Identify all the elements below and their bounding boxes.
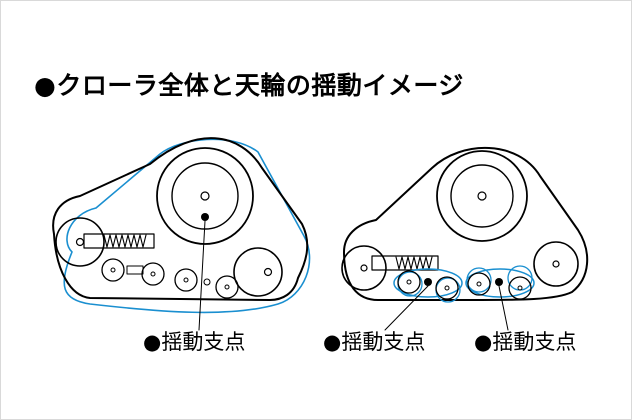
road-wheel	[435, 276, 459, 300]
front-wheel-hub	[360, 264, 368, 272]
road-wheel	[467, 272, 491, 296]
track-outline	[52, 137, 309, 301]
swing-pivot-point	[495, 278, 503, 286]
top-wheel-inner	[450, 164, 514, 228]
rear-wheel-hub	[552, 260, 560, 268]
swing-pivot-point	[424, 278, 432, 286]
spring-housing	[371, 255, 439, 271]
bogie-swing-outline	[393, 268, 463, 298]
pivot-label-right-1: ●揺動支点	[323, 330, 426, 354]
rear-wheel-hub	[263, 267, 273, 277]
crawler-left	[52, 137, 311, 331]
rear-wheel	[533, 241, 579, 287]
top-wheel-hub	[200, 191, 210, 201]
road-wheel-axle	[203, 278, 211, 286]
diagram-title: ●クローラ全体と天輪の揺動イメージ	[34, 71, 464, 100]
track-outline	[343, 147, 589, 301]
road-wheel-hub	[224, 284, 230, 290]
tension-spring	[395, 256, 433, 270]
road-wheel-hub	[444, 285, 450, 291]
top-wheel-outer	[156, 147, 254, 245]
road-wheel	[215, 275, 239, 299]
top-wheel-hub	[477, 191, 487, 201]
road-wheel	[174, 268, 198, 292]
road-wheel-hub	[183, 277, 189, 283]
road-wheel-hub	[150, 271, 156, 277]
crawler-right	[341, 147, 589, 331]
rear-wheel	[233, 247, 283, 297]
road-wheel-hub	[406, 279, 412, 285]
road-wheel	[397, 270, 421, 294]
tension-spring	[103, 234, 147, 248]
track-swing-outline	[63, 138, 311, 314]
top-wheel-outer	[436, 150, 528, 242]
bogie-wheel-swing	[466, 267, 492, 293]
pivot-label-left: ●揺動支点	[143, 330, 246, 354]
pivot-leader-line	[498, 285, 509, 331]
road-wheel-hub	[517, 285, 523, 291]
road-wheel	[101, 258, 125, 282]
swing-pivot-point	[201, 213, 209, 221]
road-wheel-hub	[110, 267, 116, 273]
road-wheel	[508, 276, 532, 300]
front-wheel	[55, 217, 105, 267]
front-wheel-hub	[75, 237, 85, 247]
road-wheel-hub	[476, 281, 482, 287]
road-wheel-link	[126, 265, 144, 275]
front-wheel	[341, 245, 387, 291]
spring-housing	[83, 233, 155, 249]
pivot-label-right-2: ●揺動支点	[474, 330, 577, 354]
pivot-leader-line	[198, 220, 206, 331]
pivot-leader-line	[384, 285, 429, 331]
bogie-swing-outline	[465, 268, 535, 298]
road-wheel	[141, 262, 165, 286]
